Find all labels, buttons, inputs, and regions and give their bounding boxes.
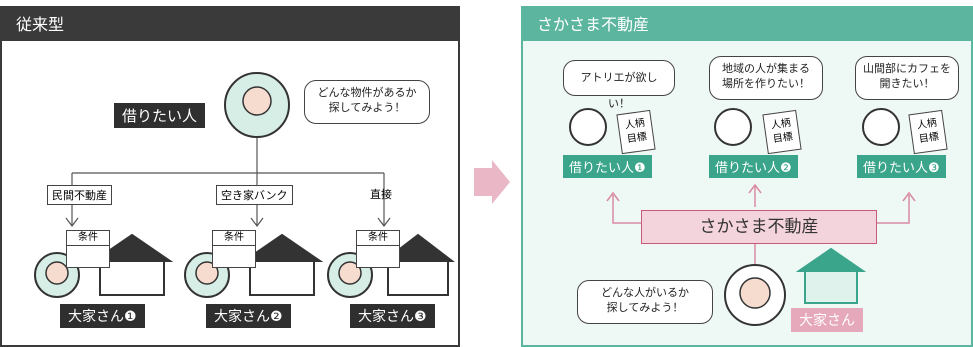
- renter-wish-bubble: 山間部にカフェを 開きたい！: [855, 56, 959, 100]
- renter-label: 借りたい人❷: [709, 155, 798, 178]
- profile-card: 人柄目標: [908, 109, 948, 155]
- bubble-text: 探してみよう！: [606, 301, 684, 314]
- route-label: 直接: [370, 188, 392, 201]
- bubble-text: どんな物件があるか: [317, 86, 417, 99]
- condition-note: 条件: [212, 230, 256, 268]
- sakasama-diagram-lines: [569, 108, 916, 326]
- bubble-text: どんな人がいるか: [601, 286, 689, 299]
- house-icon: [90, 233, 174, 296]
- card-text: 目標: [918, 131, 940, 146]
- landlord-label: 大家さん❸: [350, 304, 435, 328]
- profile-card: 人柄目標: [762, 109, 802, 155]
- card-text: 目標: [772, 131, 794, 146]
- bubble-text: 山間部にカフェを: [863, 62, 951, 75]
- bubble-text: 地域の人が集まる: [722, 62, 810, 75]
- sakasama-center-box: さかさま不動産: [641, 210, 877, 244]
- renter-avatar: [224, 72, 290, 138]
- renter-wish-bubble: アトリエが欲しい！: [563, 60, 675, 110]
- renter-label: 借りたい人❸: [857, 155, 946, 178]
- renter-wish-bubble: 地域の人が集まる 場所を作りたい！: [709, 56, 823, 100]
- landlord-label: 大家さん❷: [206, 304, 291, 328]
- house-icon: [795, 247, 867, 304]
- bubble-text: 探してみよう！: [328, 101, 406, 114]
- condition-note: 条件: [66, 230, 110, 268]
- sakasama-title: さかさま不動産: [523, 8, 971, 41]
- transition-arrow-icon: [474, 160, 510, 204]
- profile-card: 人柄目標: [616, 109, 656, 155]
- bubble-text: 場所を作りたい！: [722, 77, 810, 90]
- route-label: 空き家バンク: [216, 185, 293, 205]
- renter-label: 借りたい人❶: [563, 155, 652, 178]
- landlord-label: 大家さん❶: [60, 304, 145, 328]
- sakasama-panel: さかさま不動産 アトリエが欲しい！ 地域の人が集まる 場所を作りたい！ 山間部に…: [521, 6, 973, 347]
- condition-label: 条件: [67, 231, 109, 246]
- landlord-speech-bubble: どんな人がいるか 探してみよう！: [577, 280, 713, 324]
- renter-label: 借りたい人: [114, 103, 206, 128]
- renter-speech-bubble: どんな物件があるか 探してみよう！: [304, 80, 430, 124]
- route-label: 民間不動産: [47, 185, 112, 205]
- condition-label: 条件: [357, 231, 399, 246]
- traditional-title: 従来型: [2, 8, 458, 41]
- condition-note: 条件: [356, 230, 400, 268]
- bubble-text: 開きたい！: [879, 77, 935, 90]
- landlord-label: 大家さん: [791, 308, 863, 332]
- condition-label: 条件: [213, 231, 255, 246]
- traditional-panel: 従来型: [0, 6, 460, 347]
- house-icon: [240, 233, 324, 296]
- bubble-text: アトリエが欲しい！: [580, 71, 658, 110]
- card-text: 目標: [626, 131, 648, 146]
